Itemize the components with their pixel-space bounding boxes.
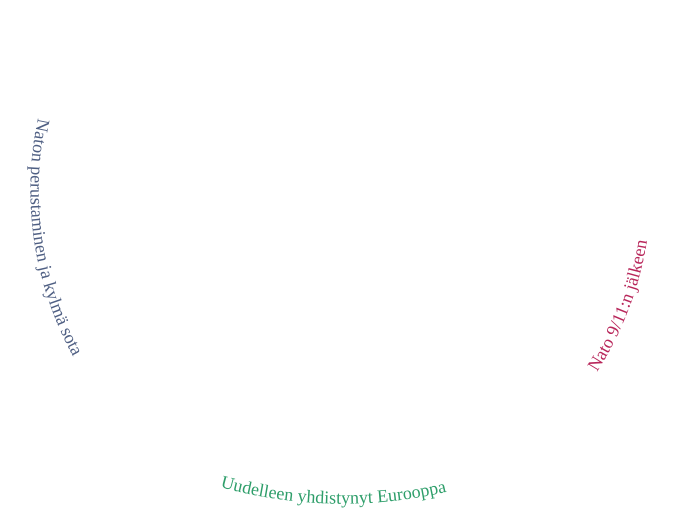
segment-label-bottom: Uudelleen yhdistynyt Eurooppa	[219, 472, 448, 508]
label-right-textpath: Nato 9/11:n jälkeen	[583, 238, 651, 374]
label-bottom-textpath: Uudelleen yhdistynyt Eurooppa	[219, 472, 448, 508]
label-bottom-text: Uudelleen yhdistynyt Eurooppa	[219, 472, 448, 508]
label-left-textpath: Naton perustaminen ja kylmä sota	[26, 117, 87, 358]
label-left-text: Naton perustaminen ja kylmä sota	[26, 117, 87, 358]
segment-label-left: Naton perustaminen ja kylmä sota	[26, 117, 87, 358]
segment-label-right: Nato 9/11:n jälkeen	[583, 238, 651, 374]
label-right-text: Nato 9/11:n jälkeen	[583, 238, 651, 374]
